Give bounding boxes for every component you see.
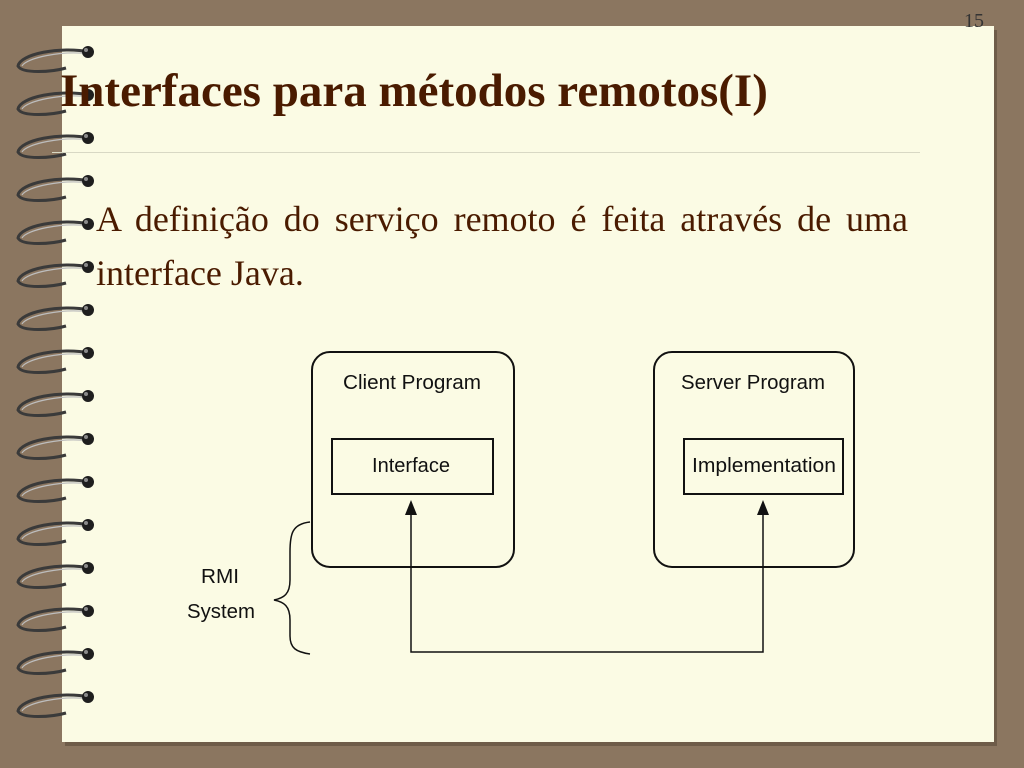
server-program-box [653, 351, 855, 568]
binding-ring [16, 433, 94, 460]
binding-ring [16, 476, 94, 503]
arrow-up-icon [757, 500, 769, 515]
binding-ring [16, 89, 94, 116]
title-divider [52, 152, 920, 153]
rmi-label: RMI [201, 566, 239, 588]
interface-box [331, 438, 494, 495]
binding-ring [16, 218, 94, 245]
binding-ring [16, 691, 94, 718]
implementation-label: Implementation [692, 455, 836, 477]
binding-ring [16, 605, 94, 632]
binding-ring [16, 390, 94, 417]
page-title: Interfaces para métodos remotos(I) [60, 65, 768, 117]
binding-ring [16, 519, 94, 546]
binding-ring [16, 132, 94, 159]
binding-ring [16, 46, 94, 73]
binding-ring [16, 648, 94, 675]
binding-ring [16, 304, 94, 331]
interface-label: Interface [372, 455, 450, 477]
binding-ring [16, 261, 94, 288]
slide-page [62, 26, 994, 742]
implementation-box [683, 438, 844, 495]
system-label: System [187, 601, 255, 623]
binding-ring [16, 562, 94, 589]
slide-number: 15 [964, 10, 984, 32]
arrow-up-icon [405, 500, 417, 515]
rmi-connection-line [410, 512, 764, 653]
body-text: A definição do serviço remoto é feita at… [96, 199, 908, 293]
binding-ring [16, 347, 94, 374]
curly-brace-icon [273, 521, 311, 655]
server-program-label: Server Program [681, 372, 825, 394]
client-program-label: Client Program [343, 372, 481, 394]
spiral-binding-icon [16, 46, 94, 718]
binding-ring [16, 175, 94, 202]
client-program-box [311, 351, 515, 568]
